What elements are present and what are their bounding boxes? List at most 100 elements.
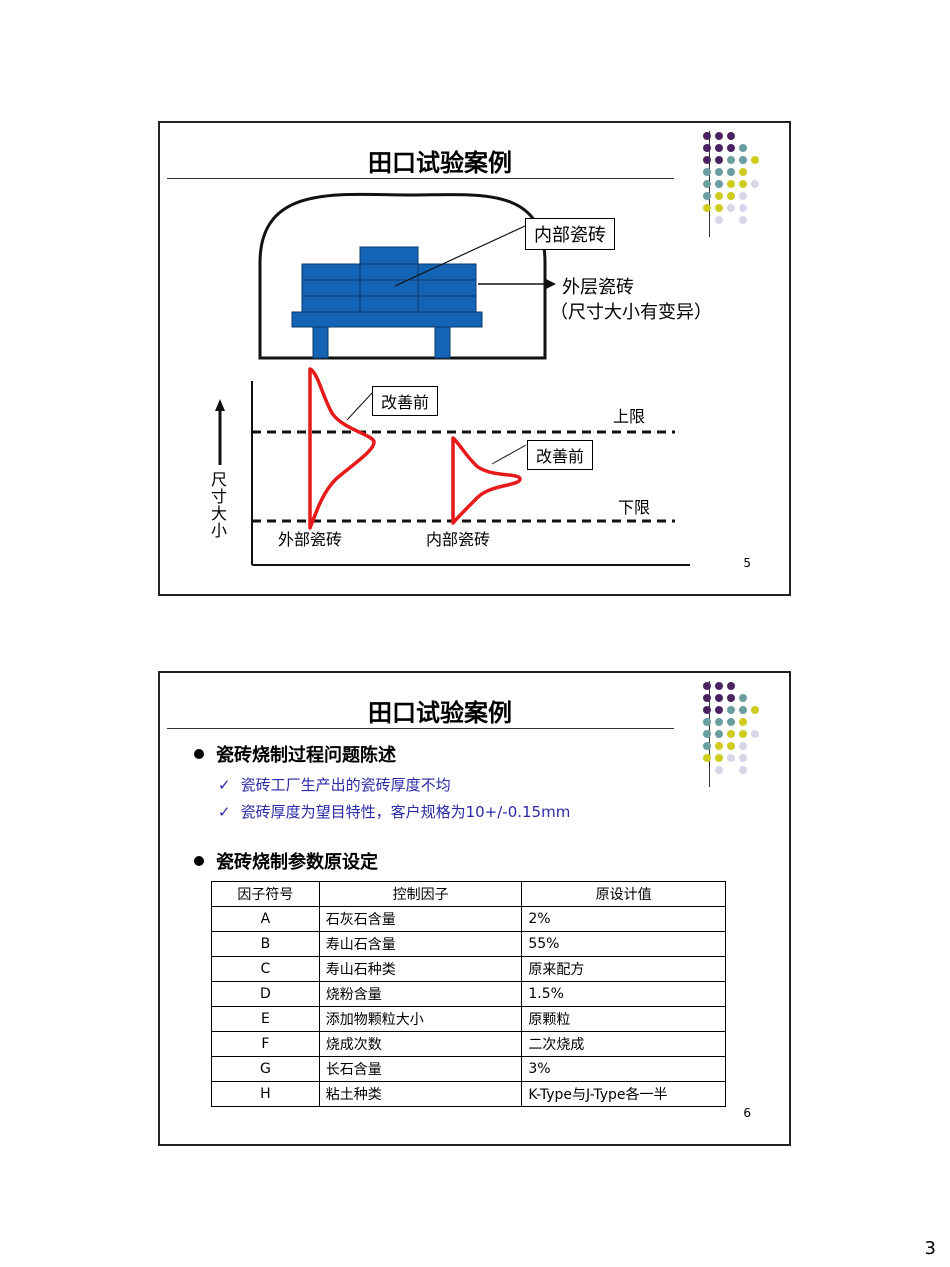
slide-number: 5 [743,556,751,570]
ornament-dot [715,682,723,690]
ornament-dot [703,694,711,702]
cell-value: 原来配方 [522,957,726,982]
table-header-row: 因子符号 控制因子 原设计值 [212,882,726,907]
ornament-dot [703,682,711,690]
cell-value: K-Type与J-Type各一半 [522,1082,726,1107]
ornament-dot [739,718,747,726]
cell-value: 55% [522,932,726,957]
header-original-value: 原设计值 [522,882,726,907]
page-number: 3 [925,1238,936,1259]
ornament-dot [739,706,747,714]
ornament-dot [739,766,747,774]
ornament-dot [739,742,747,750]
header-control-factor: 控制因子 [319,882,522,907]
cell-factor: 寿山石含量 [319,932,522,957]
header-factor-symbol: 因子符号 [212,882,320,907]
cell-factor: 烧粉含量 [319,982,522,1007]
label-outer-tile-note: （尺寸大小有变异） [550,298,712,324]
outer-tile-distribution [310,369,374,528]
cell-symbol: E [212,1007,320,1032]
axis-arrow-head [215,399,225,411]
bullet-text: 瓷砖烧制过程问题陈述 [216,745,396,766]
checkmark-icon: ✓ [218,803,231,821]
before-pointer-2 [492,445,526,464]
cell-symbol: D [212,982,320,1007]
cell-factor: 烧成次数 [319,1032,522,1057]
cell-symbol: G [212,1057,320,1082]
check-item: ✓ 瓷砖厚度为望目特性，客户规格为10+/-0.15mm [218,801,570,822]
kiln-foot-right [435,327,450,358]
ornament-dot [727,694,735,702]
cell-factor: 寿山石种类 [319,957,522,982]
ornament-dot [715,730,723,738]
cell-symbol: C [212,957,320,982]
tile-stack [302,247,476,312]
ornament-dot [727,742,735,750]
cell-factor: 石灰石含量 [319,907,522,932]
x-label-inner-tile: 内部瓷砖 [426,526,490,550]
cell-factor: 添加物颗粒大小 [319,1007,522,1032]
ornament-dot [751,730,759,738]
label-inner-tile: 内部瓷砖 [525,218,615,250]
upper-limit-label: 上限 [613,403,645,427]
ornament-dot [739,730,747,738]
table-row: C寿山石种类原来配方 [212,957,726,982]
cell-symbol: B [212,932,320,957]
cell-factor: 长石含量 [319,1057,522,1082]
ornament-dot [739,694,747,702]
outer-arrow-head [546,279,556,289]
ornament-dot [751,706,759,714]
kiln-foot-left [313,327,328,358]
table-row: H粘土种类K-Type与J-Type各一半 [212,1082,726,1107]
ornament-dot [715,706,723,714]
dot-grid [703,682,759,774]
cell-factor: 粘土种类 [319,1082,522,1107]
ornament-dot [703,730,711,738]
kiln-shelf [292,312,482,327]
slide-title: 田口试验案例 [160,693,720,728]
ornament-dot [703,706,711,714]
label-outer-tile: 外层瓷砖 [562,273,634,299]
label-before-improvement-2: 改善前 [527,440,593,470]
ornament-dot [715,742,723,750]
ornament-dot [715,718,723,726]
decorative-dots-icon [701,681,771,781]
cell-value: 1.5% [522,982,726,1007]
cell-symbol: F [212,1032,320,1057]
checkmark-icon: ✓ [218,776,231,794]
check-text: 瓷砖工厂生产出的瓷砖厚度不均 [241,776,451,794]
cell-symbol: A [212,907,320,932]
ornament-dot [727,754,735,762]
x-label-outer-tile: 外部瓷砖 [278,526,342,550]
ornament-dot [715,766,723,774]
cell-value: 3% [522,1057,726,1082]
ornament-dot [715,754,723,762]
cell-symbol: H [212,1082,320,1107]
y-axis-label: 尺寸大小 [211,471,227,539]
bullet-original-settings: 瓷砖烧制参数原设定 [194,848,378,874]
bullet-problem-statement: 瓷砖烧制过程问题陈述 [194,741,396,767]
ornament-dot [703,742,711,750]
ornament-dot [739,754,747,762]
ornament-dot [703,718,711,726]
inner-tile-distribution [453,438,520,523]
ornament-dot [727,706,735,714]
cell-value: 原颗粒 [522,1007,726,1032]
ornament-dot [715,694,723,702]
bullet-dot-icon [194,856,204,866]
ornament-dot [727,730,735,738]
slide-6: 田口试验案例 瓷砖烧制过程问题陈述 ✓ 瓷砖工厂生产出的瓷砖厚度不均 ✓ 瓷砖厚度为… [158,671,791,1146]
bullet-dot-icon [194,749,204,759]
bullet-text: 瓷砖烧制参数原设定 [216,852,378,873]
cell-value: 2% [522,907,726,932]
check-text: 瓷砖厚度为望目特性，客户规格为10+/-0.15mm [241,803,571,821]
lower-limit-label: 下限 [618,494,650,518]
check-item: ✓ 瓷砖工厂生产出的瓷砖厚度不均 [218,774,451,795]
